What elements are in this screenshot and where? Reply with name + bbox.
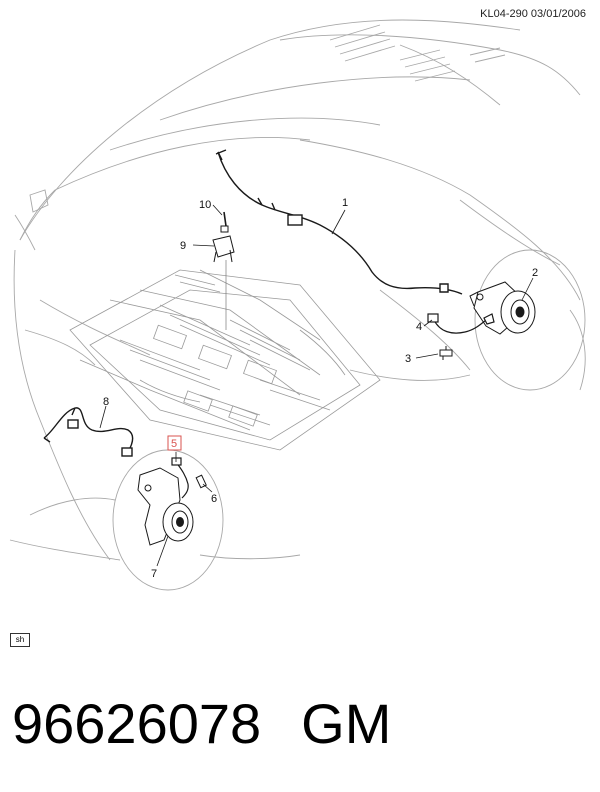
drawing-reference: KL04-290 03/01/2006 [480, 8, 586, 20]
callout-10[interactable]: 10 [199, 199, 211, 211]
callout-4[interactable]: 4 [416, 321, 422, 333]
callout-3[interactable]: 3 [405, 353, 411, 365]
front-abs-harness [215, 149, 463, 295]
rear-knuckle-hub [137, 467, 194, 546]
module-bracket [212, 211, 235, 330]
bolt-part-3 [439, 346, 453, 360]
callout-9[interactable]: 9 [180, 240, 186, 252]
part-number: 96626078 [12, 692, 262, 755]
callout-5-highlight-box [167, 435, 182, 451]
part-footer: 96626078 GM [12, 692, 391, 756]
callout-1[interactable]: 1 [342, 197, 348, 209]
callout-2[interactable]: 2 [532, 267, 538, 279]
rear-abs-harness [43, 407, 134, 457]
callout-leaders [99, 204, 534, 567]
callout-8[interactable]: 8 [103, 396, 109, 408]
view-tag: sh [10, 633, 30, 647]
parts-diagram: 1 2 3 4 5 6 7 8 9 10 [9, 19, 586, 591]
callout-labels: 1 2 3 4 5 6 7 8 9 10 [103, 197, 538, 580]
callout-6[interactable]: 6 [211, 493, 217, 505]
brand-label: GM [301, 692, 392, 755]
rear-wheel-speed-sensor [171, 457, 189, 499]
vehicle-body-outline [9, 19, 586, 561]
callout-5[interactable]: 5 [171, 438, 177, 450]
floor-pan [69, 269, 381, 451]
callout-7[interactable]: 7 [151, 568, 157, 580]
front-wheel-speed-sensor [427, 313, 495, 334]
